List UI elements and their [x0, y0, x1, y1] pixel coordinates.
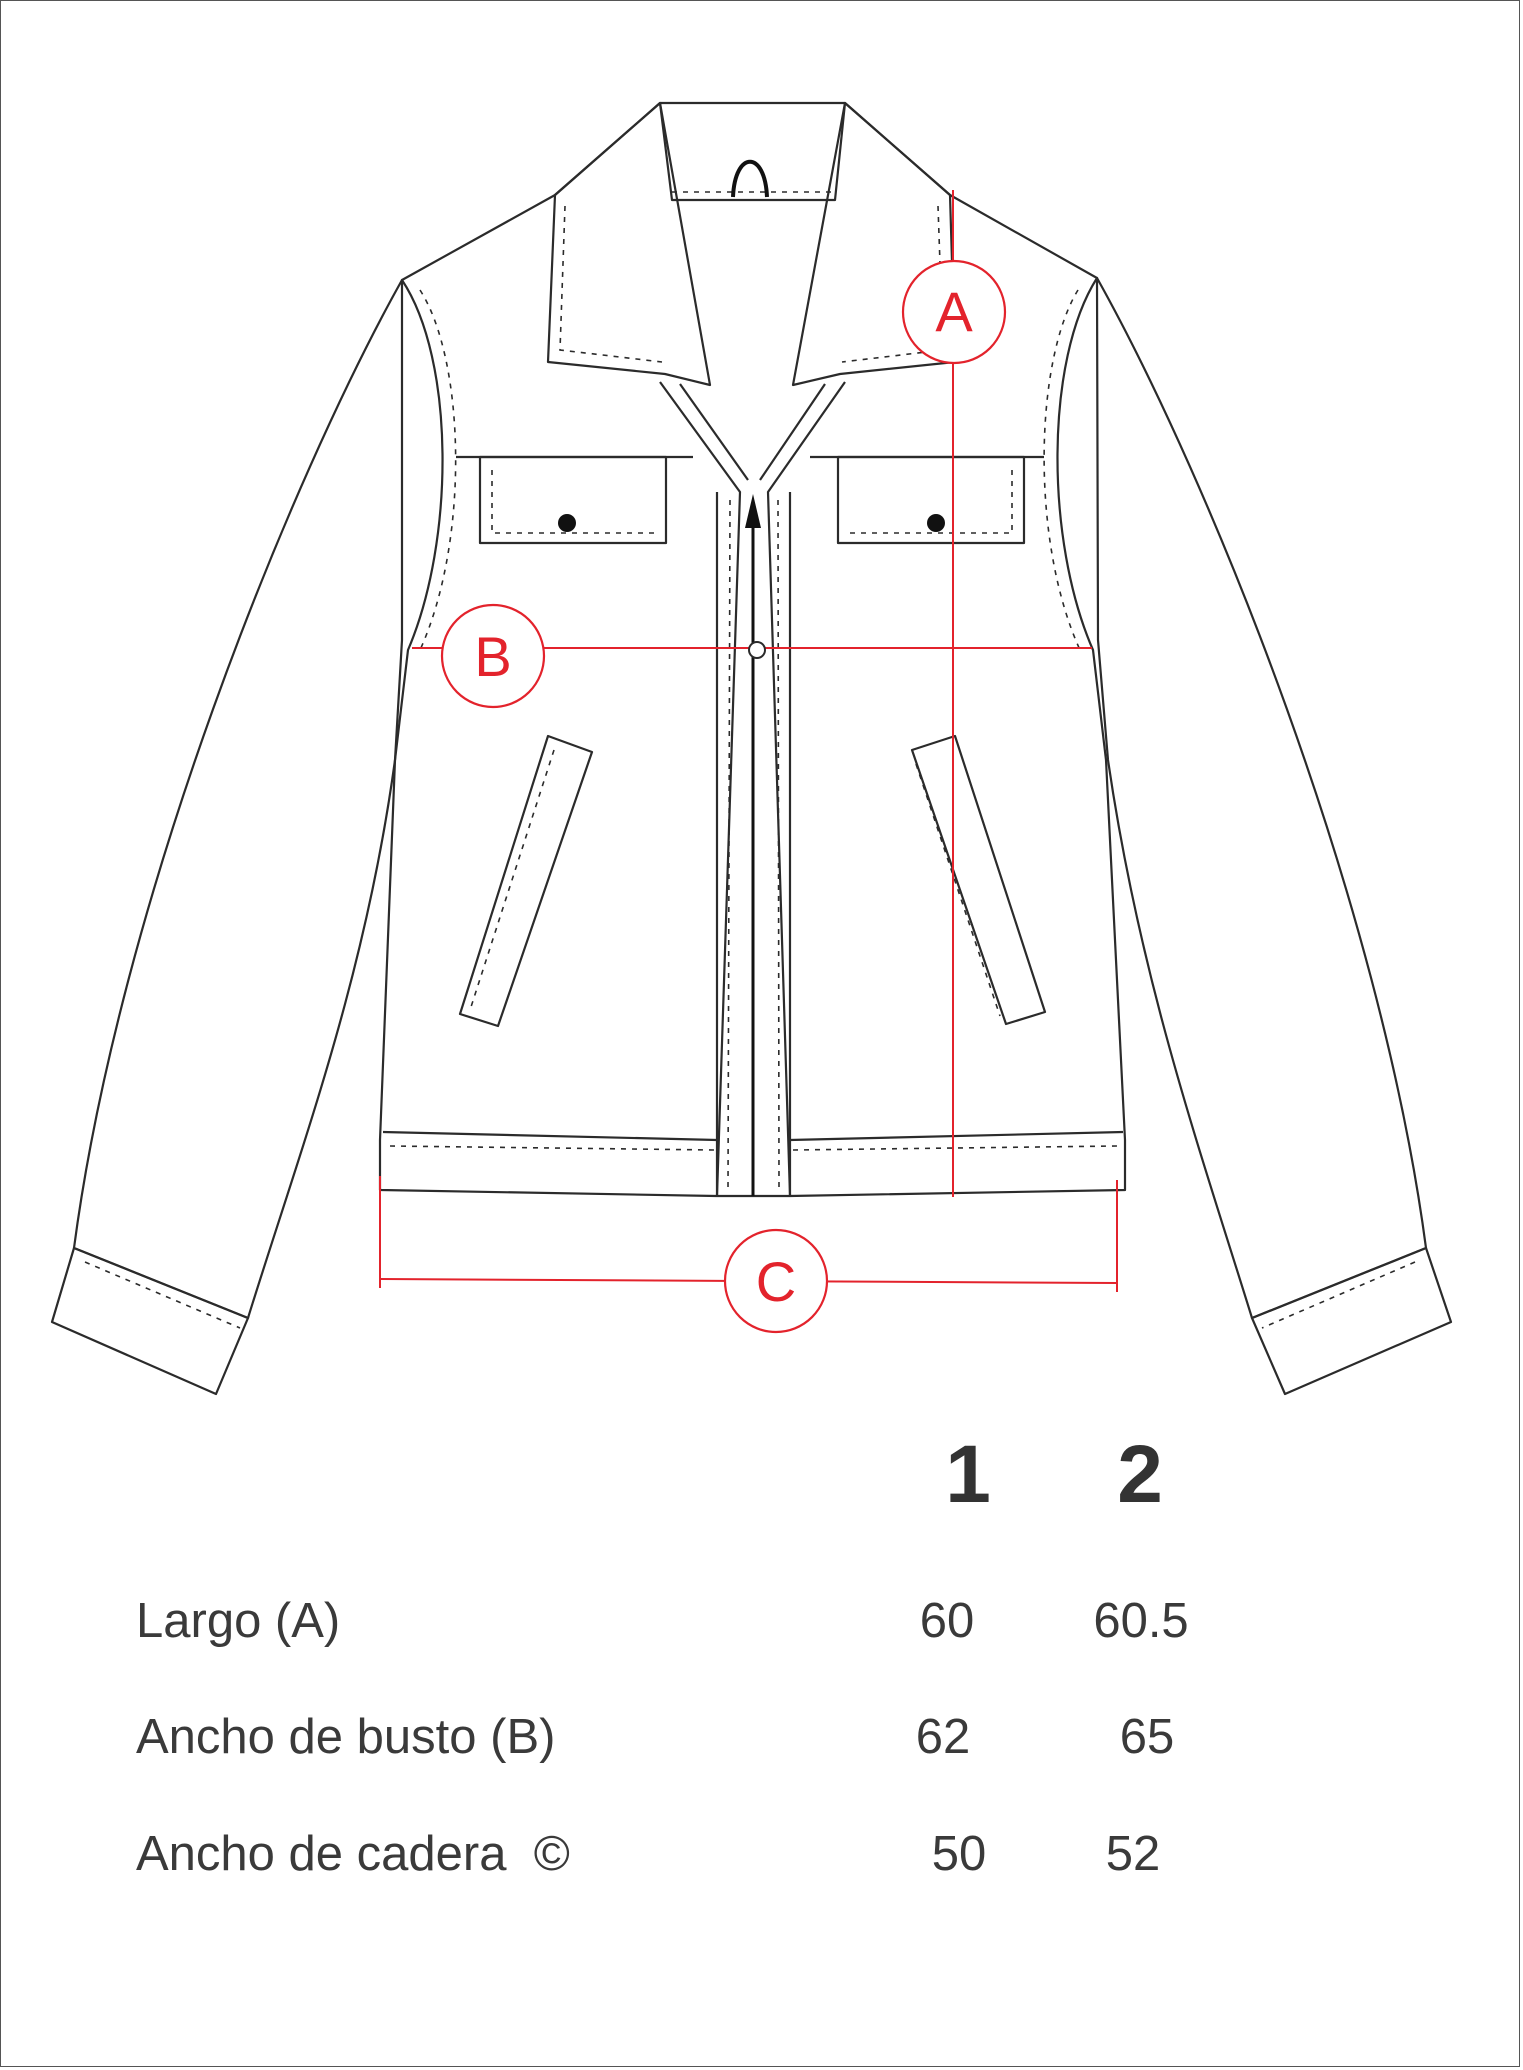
- placket-right-inner: [759, 383, 826, 481]
- hem-band-right: [789, 1130, 1124, 1142]
- hanger-loop-icon: [731, 159, 769, 198]
- row-largo-size-1: 60: [919, 1594, 975, 1648]
- left-pocket-button-icon: [558, 514, 576, 532]
- right-sleeve: [1095, 276, 1428, 1320]
- marker-b-label: B: [474, 625, 511, 688]
- row-label-busto: Ancho de busto (B): [136, 1710, 556, 1764]
- left-welt-pocket: [458, 734, 594, 1028]
- zipper-pull-icon: [745, 494, 761, 528]
- left-collar: [546, 101, 712, 387]
- row-busto-size-1: 62: [915, 1710, 971, 1764]
- marker-a: A: [901, 259, 1007, 365]
- jacket-diagram: A B C: [50, 101, 1453, 1396]
- right-pocket-flap: [836, 455, 1026, 545]
- placket-left: [659, 381, 742, 1197]
- row-busto-size-2: 65: [1119, 1710, 1175, 1764]
- size-column-2: 2: [1117, 1429, 1163, 1520]
- hem-band-left: [382, 1130, 718, 1142]
- row-label-cadera: Ancho de cadera ©: [136, 1827, 570, 1881]
- center-button-icon: [748, 641, 766, 659]
- row-cadera-size-1: 50: [931, 1827, 987, 1881]
- row-label-largo: Largo (A): [136, 1594, 341, 1648]
- marker-b: B: [440, 603, 546, 709]
- row-largo-size-2: 60.5: [1093, 1594, 1189, 1648]
- jacket-body: [378, 101, 1127, 1198]
- left-pocket-flap: [478, 455, 668, 545]
- right-cuff: [1250, 1246, 1453, 1396]
- neck-band: [658, 102, 847, 202]
- row-cadera-size-2: 52: [1105, 1827, 1161, 1881]
- placket-right: [766, 381, 846, 1197]
- marker-a-label: A: [935, 280, 973, 343]
- marker-c: C: [723, 1228, 829, 1334]
- size-column-1: 1: [945, 1429, 991, 1520]
- right-pocket-button-icon: [927, 514, 945, 532]
- placket-left-inner: [679, 383, 749, 481]
- right-welt-pocket: [910, 734, 1047, 1026]
- marker-c-label: C: [756, 1250, 796, 1313]
- left-sleeve: [72, 278, 404, 1320]
- left-cuff: [50, 1246, 250, 1396]
